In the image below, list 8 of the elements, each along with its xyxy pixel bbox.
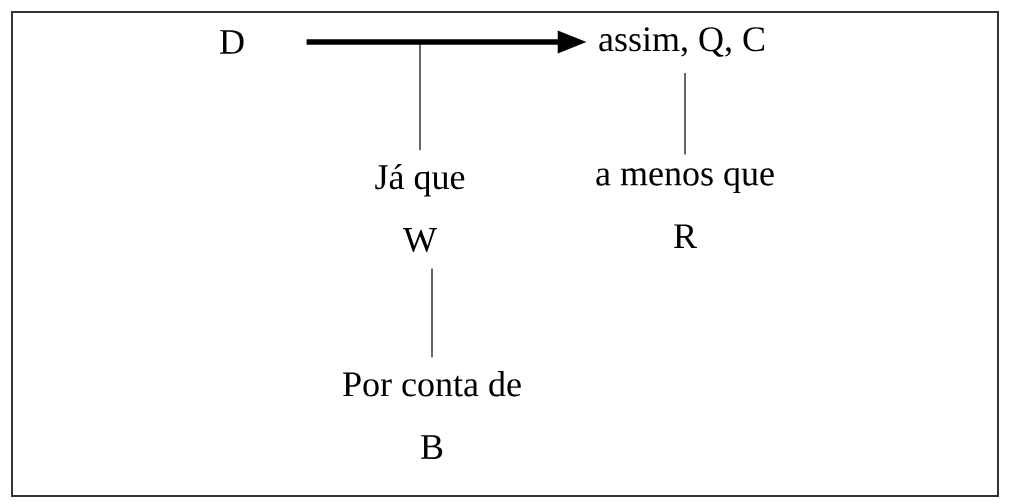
connector-line: [431, 267, 433, 359]
node-label: assim, Q, C: [599, 27, 765, 57]
node-label: Por conta de B: [343, 371, 521, 459]
connector-line: [684, 72, 686, 155]
node-label: D: [220, 30, 244, 54]
connector-line: [419, 41, 421, 151]
node-label: Já que W: [375, 163, 465, 253]
node-label: a menos que R: [596, 168, 774, 248]
